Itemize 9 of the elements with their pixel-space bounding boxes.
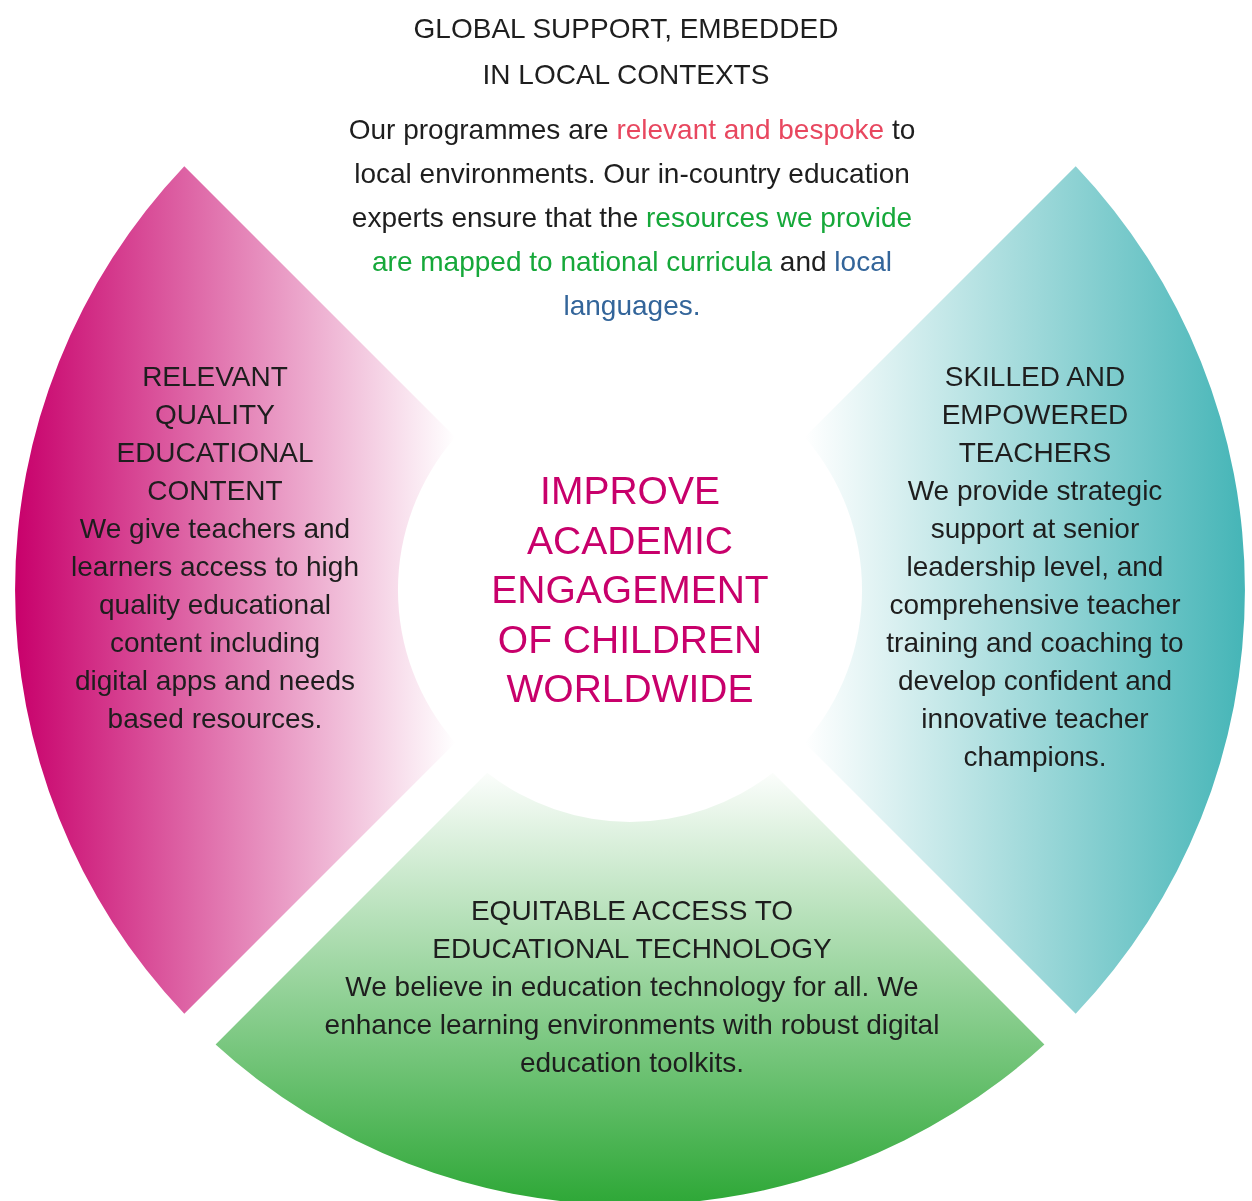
goal-text: IMPROVE ACADEMIC ENGAGEMENT OF CHILDREN WORLDWIDE (490, 468, 770, 712)
segment-heading: EQUITABLE ACCESS TO EDUCATIONAL TECHNOLOGY (431, 894, 833, 966)
segment-heading: SKILLED AND EMPOWERED TEACHERS (940, 360, 1130, 470)
intro-paragraph: Our programmes are relevant and bespoke to local environments. Our in-country education experts ensure that the resources we provide are mapped to national curricula and local languages. (347, 113, 917, 323)
diagram-title: GLOBAL SUPPORT, EMBEDDED IN LOCAL CONTEXTS (412, 12, 840, 92)
segment-description: We provide strategic support at senior leadership level, and comprehensive teacher training and coaching to develop confident and innovative teacher champions. (885, 474, 1185, 774)
segment-heading: RELEVANT QUALITY EDUCATIONAL CONTENT (115, 360, 315, 508)
segment-description: We give teachers and learners access to high quality educational content including digital apps and needs based resources. (70, 512, 360, 736)
segment-description: We believe in education technology for all. We enhance learning environments with robust digital education toolkits. (323, 970, 941, 1080)
